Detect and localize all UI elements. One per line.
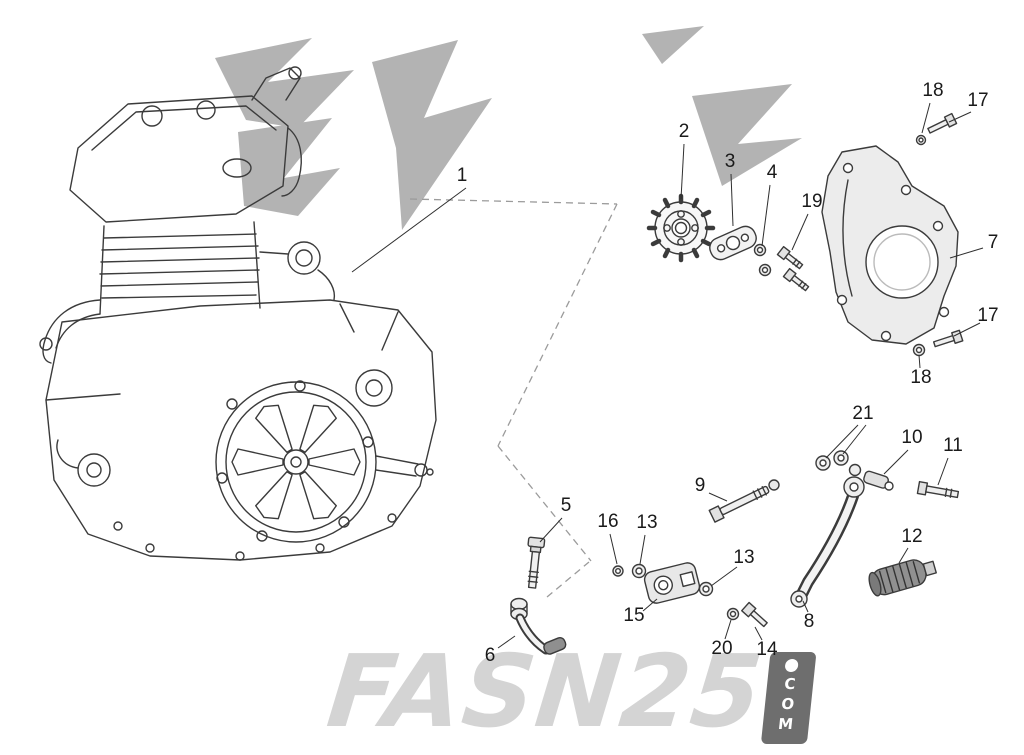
- part-3-retainer-plate: [709, 225, 757, 261]
- part-8-shift-lever: [790, 463, 865, 608]
- leader-line-18: [918, 354, 921, 369]
- part-10-spacer: [863, 470, 894, 491]
- leader-line-21: [842, 424, 867, 455]
- engine-illustration: [39, 66, 437, 561]
- part-13-washer-right: [698, 581, 714, 597]
- part-13-washer-left: [631, 563, 647, 579]
- leader-line-11: [937, 457, 949, 486]
- leader-line-7: [949, 247, 984, 259]
- leader-line-13: [710, 566, 738, 587]
- leader-line-18: [921, 102, 931, 134]
- leader-line-20: [724, 619, 732, 640]
- leader-line-6: [497, 635, 516, 649]
- leader-line-9: [708, 492, 728, 502]
- leader-line-12: [898, 547, 909, 564]
- leader-line-13: [639, 534, 646, 565]
- leader-line-10: [883, 449, 909, 475]
- part-14-bolt: [741, 601, 768, 628]
- part-12-lever-rubber: [868, 559, 937, 597]
- leader-lines: [351, 102, 984, 649]
- part-11-bolt: [916, 480, 960, 499]
- leader-line-4: [761, 184, 771, 247]
- watermark-zigzag-shapes: [215, 26, 802, 230]
- exploded-parts: [510, 112, 964, 655]
- leader-line-19: [791, 213, 809, 251]
- part-17-bolt-right: [932, 329, 964, 348]
- part-16-ring: [612, 565, 624, 577]
- leader-line-17: [953, 322, 981, 337]
- part-15-shift-arm: [643, 562, 701, 604]
- leader-line-5: [539, 517, 563, 543]
- leader-line-17: [948, 111, 972, 123]
- part-17-bolt-top: [927, 112, 958, 134]
- leader-line-8: [802, 600, 809, 613]
- leader-line-21: [825, 424, 859, 459]
- leader-line-14: [754, 626, 763, 641]
- part-7-sprocket-cover: [821, 145, 959, 345]
- part-18-washer-lower: [912, 343, 926, 357]
- part-4-washers: [753, 243, 772, 277]
- part-18-washer-top: [915, 134, 927, 146]
- construction-lines: [409, 198, 618, 598]
- part-9-linkage-rod: [708, 479, 780, 523]
- part-21-washers: [815, 450, 849, 471]
- part-5-bolt: [527, 536, 546, 589]
- leader-line-1: [351, 187, 467, 273]
- leader-line-3: [730, 173, 734, 227]
- leader-line-2: [680, 143, 685, 200]
- part-20-washer: [726, 607, 740, 621]
- part-6-shift-pedal: [510, 597, 567, 655]
- leader-line-16: [609, 533, 618, 565]
- leader-line-15: [642, 598, 658, 612]
- part-19-bolts: [776, 245, 810, 292]
- part-2-sprocket: [646, 193, 716, 263]
